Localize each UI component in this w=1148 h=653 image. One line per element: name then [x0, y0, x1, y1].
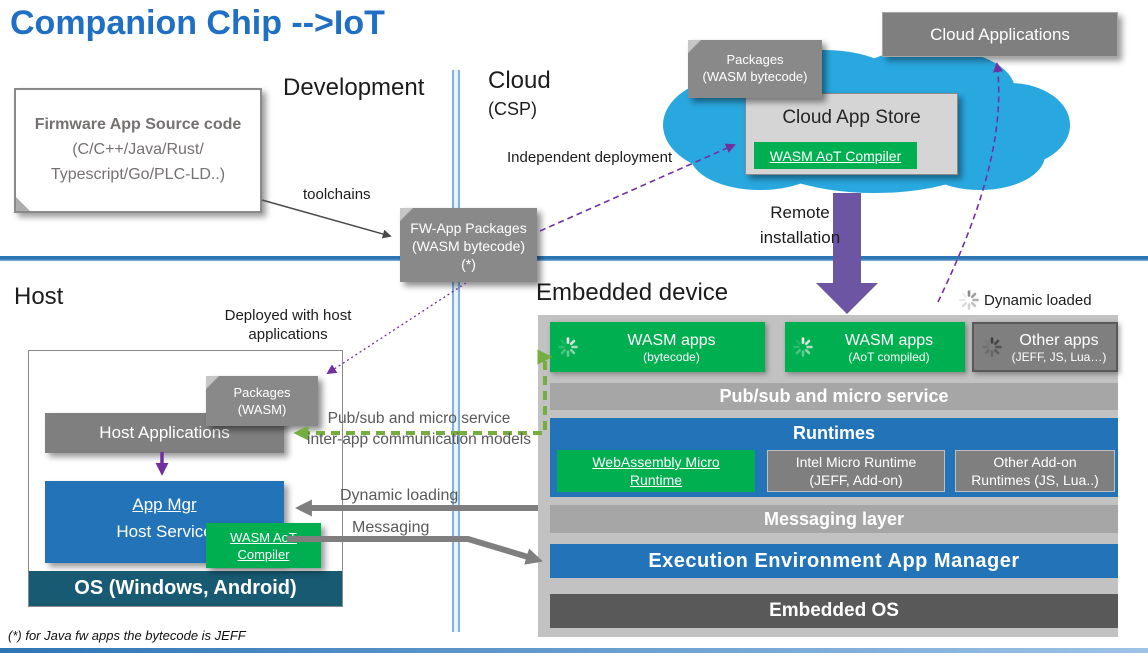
messaging-layer-label: Messaging layer [763, 508, 905, 529]
cloud-app-store-title: Cloud App Store [782, 107, 921, 128]
packages-wasm-bytecode-note: Packages (WASM bytecode) [688, 40, 822, 98]
independent-deployment-label: Independent deployment [507, 149, 673, 166]
page-title: Companion Chip -->IoT [10, 4, 385, 42]
runtimes-panel: Runtimes WebAssembly Micro Runtime Intel… [550, 418, 1118, 497]
pkg-wasm-line2: (WASM) [237, 402, 287, 417]
wasm-apps-aot-box: WASM apps (AoT compiled) [785, 322, 965, 372]
runtime-line1[interactable]: WebAssembly Micro [592, 454, 720, 470]
host-applications-label: Host Applications [99, 423, 230, 442]
fw-pkg-line3: (*) [461, 256, 476, 272]
spinner-icon [959, 290, 979, 310]
spinner-icon [793, 337, 813, 357]
section-host: Host [14, 283, 64, 310]
app-title: WASM apps [627, 331, 716, 349]
runtime-line1: Other Add-on [993, 454, 1077, 470]
dynamic-loading-label: Dynamic loading [340, 487, 459, 504]
pubsub-communication-label: Pub/sub and micro service inter-app comm… [295, 408, 543, 450]
host-aot-line2[interactable]: Compiler [237, 546, 290, 562]
webassembly-micro-runtime-box: WebAssembly Micro Runtime [557, 450, 755, 492]
spinner-icon [558, 337, 578, 357]
firmware-source-box: Firmware App Source code (C/C++/Java/Rus… [14, 88, 262, 213]
intel-micro-runtime-box: Intel Micro Runtime (JEFF, Add-on) [767, 450, 945, 492]
messaging-label: Messaging [352, 519, 430, 536]
app-mgr-link[interactable]: App Mgr [132, 495, 197, 514]
firmware-line2: (C/C++/Java/Rust/ [72, 141, 204, 158]
pubsub-line2: inter-app communication models [307, 431, 531, 448]
cloud-app-store-box: Cloud App Store WASM AoT Compiler [745, 93, 958, 175]
toolchains-label: toolchains [303, 186, 371, 203]
section-embedded-device: Embedded device [536, 279, 729, 306]
vertical-divider [452, 70, 460, 632]
remote-line1: Remote [770, 203, 830, 222]
deployed-with-host-label: Deployed with host applications [224, 307, 352, 343]
remote-installation-label: Remote installation [745, 200, 855, 250]
host-service-label: Host Service [116, 522, 213, 541]
pkg-wasm-line1: Packages [233, 385, 291, 400]
embedded-device-panel: WASM apps (bytecode) WASM apps (AoT comp… [538, 315, 1118, 637]
embedded-os-label: Embedded OS [769, 600, 899, 621]
runtime-line2: Runtimes (JS, Lua..) [971, 472, 1099, 488]
other-apps-box: Other apps (JEFF, JS, Lua…) [972, 322, 1118, 372]
runtime-line2[interactable]: Runtime [629, 472, 683, 488]
remote-line2: installation [759, 228, 841, 247]
cloud-applications-label: Cloud Applications [930, 24, 1070, 44]
host-os-label: OS (Windows, Android) [74, 577, 297, 599]
runtime-line1: Intel Micro Runtime [795, 454, 917, 470]
wasm-aot-compiler-host: WASM AoT Compiler [206, 523, 321, 568]
horizontal-divider [0, 256, 1148, 261]
wasm-apps-bytecode-box: WASM apps (bytecode) [550, 322, 765, 372]
execution-environment-label: Execution Environment App Manager [648, 549, 1020, 572]
pubsub-line1: Pub/sub and micro service [327, 410, 511, 427]
messaging-layer-bar: Messaging layer [550, 505, 1118, 533]
section-cloud-sub: (CSP) [488, 99, 537, 119]
app-sub: (JEFF, JS, Lua…) [1011, 349, 1107, 364]
fw-app-packages-note: FW-App Packages (WASM bytecode) (*) [400, 208, 537, 282]
other-addon-runtimes-box: Other Add-on Runtimes (JS, Lua..) [955, 450, 1115, 492]
section-cloud: Cloud [488, 67, 551, 94]
section-development: Development [283, 74, 425, 101]
pubsub-service-label: Pub/sub and micro service [719, 386, 949, 406]
host-aot-line1[interactable]: WASM AoT [230, 529, 297, 545]
runtime-line2: (JEFF, Add-on) [809, 472, 903, 488]
embedded-os-bar: Embedded OS [550, 594, 1118, 628]
dynamic-loaded-label: Dynamic loaded [984, 292, 1092, 309]
fw-pkg-line2: (WASM bytecode) [411, 238, 526, 254]
cloud-applications-box: Cloud Applications [882, 12, 1118, 57]
packages-line2: (WASM bytecode) [702, 69, 808, 84]
host-os-bar: OS (Windows, Android) [29, 571, 342, 606]
packages-line1: Packages [726, 52, 784, 67]
app-sub: (bytecode) [643, 349, 700, 364]
firmware-title: Firmware App Source code [34, 116, 242, 133]
toolchains-arrow [261, 199, 392, 239]
packages-wasm-note: Packages (WASM) [206, 376, 318, 426]
app-title: Other apps [1019, 331, 1099, 349]
footnote: (*) for Java fw apps the bytecode is JEF… [8, 628, 246, 643]
wasm-aot-compiler-link[interactable]: WASM AoT Compiler [769, 147, 902, 164]
app-sub: (AoT compiled) [848, 349, 930, 364]
wasm-aot-compiler-cloud: WASM AoT Compiler [754, 142, 917, 169]
execution-environment-bar: Execution Environment App Manager [550, 544, 1118, 578]
firmware-line3: Typescript/Go/PLC-LD..) [50, 166, 226, 183]
bottom-edge-bar [0, 648, 1148, 653]
pubsub-service-bar: Pub/sub and micro service [550, 383, 1118, 410]
fw-pkg-line1: FW-App Packages [410, 220, 527, 236]
spinner-icon [982, 337, 1002, 357]
runtimes-title: Runtimes [792, 423, 875, 443]
app-title: WASM apps [844, 331, 934, 349]
